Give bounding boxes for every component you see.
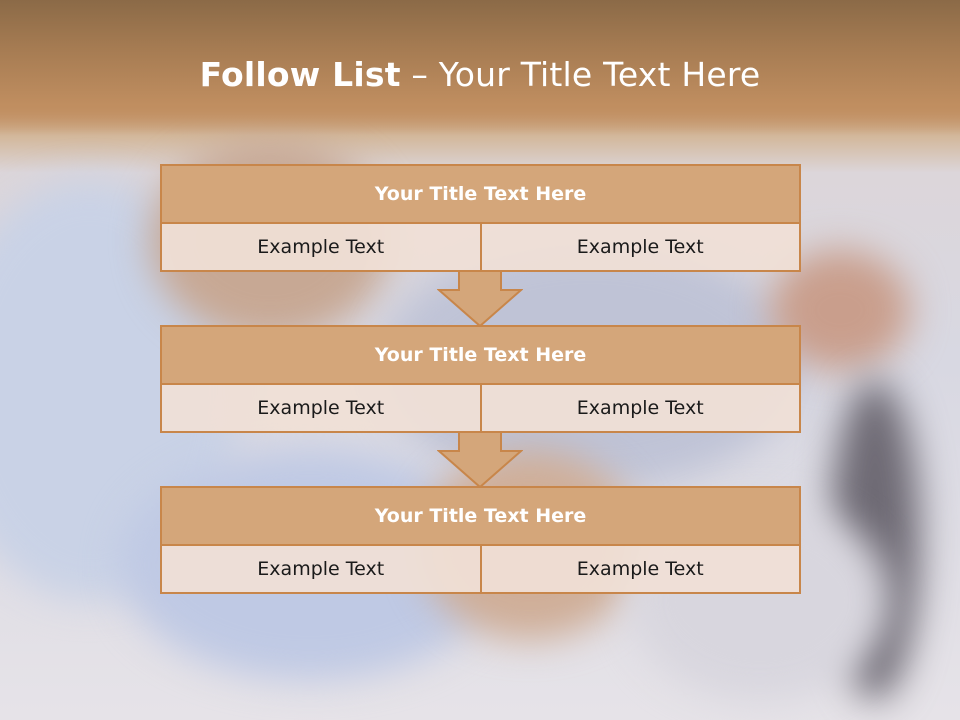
- list-box-2: Your Title Text Here Example Text Exampl…: [160, 325, 801, 433]
- list-box-cell-right: Example Text: [479, 224, 799, 270]
- slide-title-bold: Follow List: [199, 55, 401, 94]
- list-box-title: Your Title Text Here: [162, 166, 799, 224]
- list-box-row: Example Text Example Text: [162, 546, 799, 592]
- list-box-title: Your Title Text Here: [162, 327, 799, 385]
- list-box-1: Your Title Text Here Example Text Exampl…: [160, 164, 801, 272]
- down-arrow-icon: [437, 431, 523, 489]
- list-box-title: Your Title Text Here: [162, 488, 799, 546]
- list-box-cell-right: Example Text: [479, 385, 799, 431]
- list-box-cell-left: Example Text: [162, 385, 480, 431]
- list-box-cell-right: Example Text: [479, 546, 799, 592]
- list-box-cell-left: Example Text: [162, 224, 480, 270]
- slide-title: Follow List – Your Title Text Here: [0, 55, 960, 94]
- list-box-cell-left: Example Text: [162, 546, 480, 592]
- header-band: [0, 0, 960, 135]
- slide-title-rest: – Your Title Text Here: [400, 55, 761, 94]
- down-arrow-icon: [437, 270, 523, 328]
- list-box-row: Example Text Example Text: [162, 224, 799, 270]
- list-box-3: Your Title Text Here Example Text Exampl…: [160, 486, 801, 594]
- list-box-row: Example Text Example Text: [162, 385, 799, 431]
